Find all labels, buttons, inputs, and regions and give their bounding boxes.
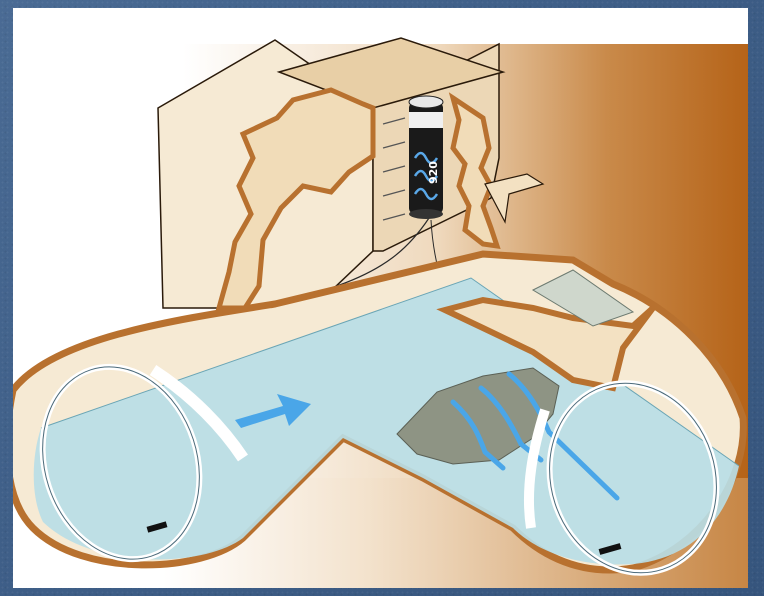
sensor-label: 920 — [427, 161, 440, 184]
diagram-panel: 920 — [13, 8, 748, 588]
sewer-junction-diagram: 920 — [13, 8, 748, 588]
ultrasonic-level-sensor-icon — [409, 96, 443, 219]
